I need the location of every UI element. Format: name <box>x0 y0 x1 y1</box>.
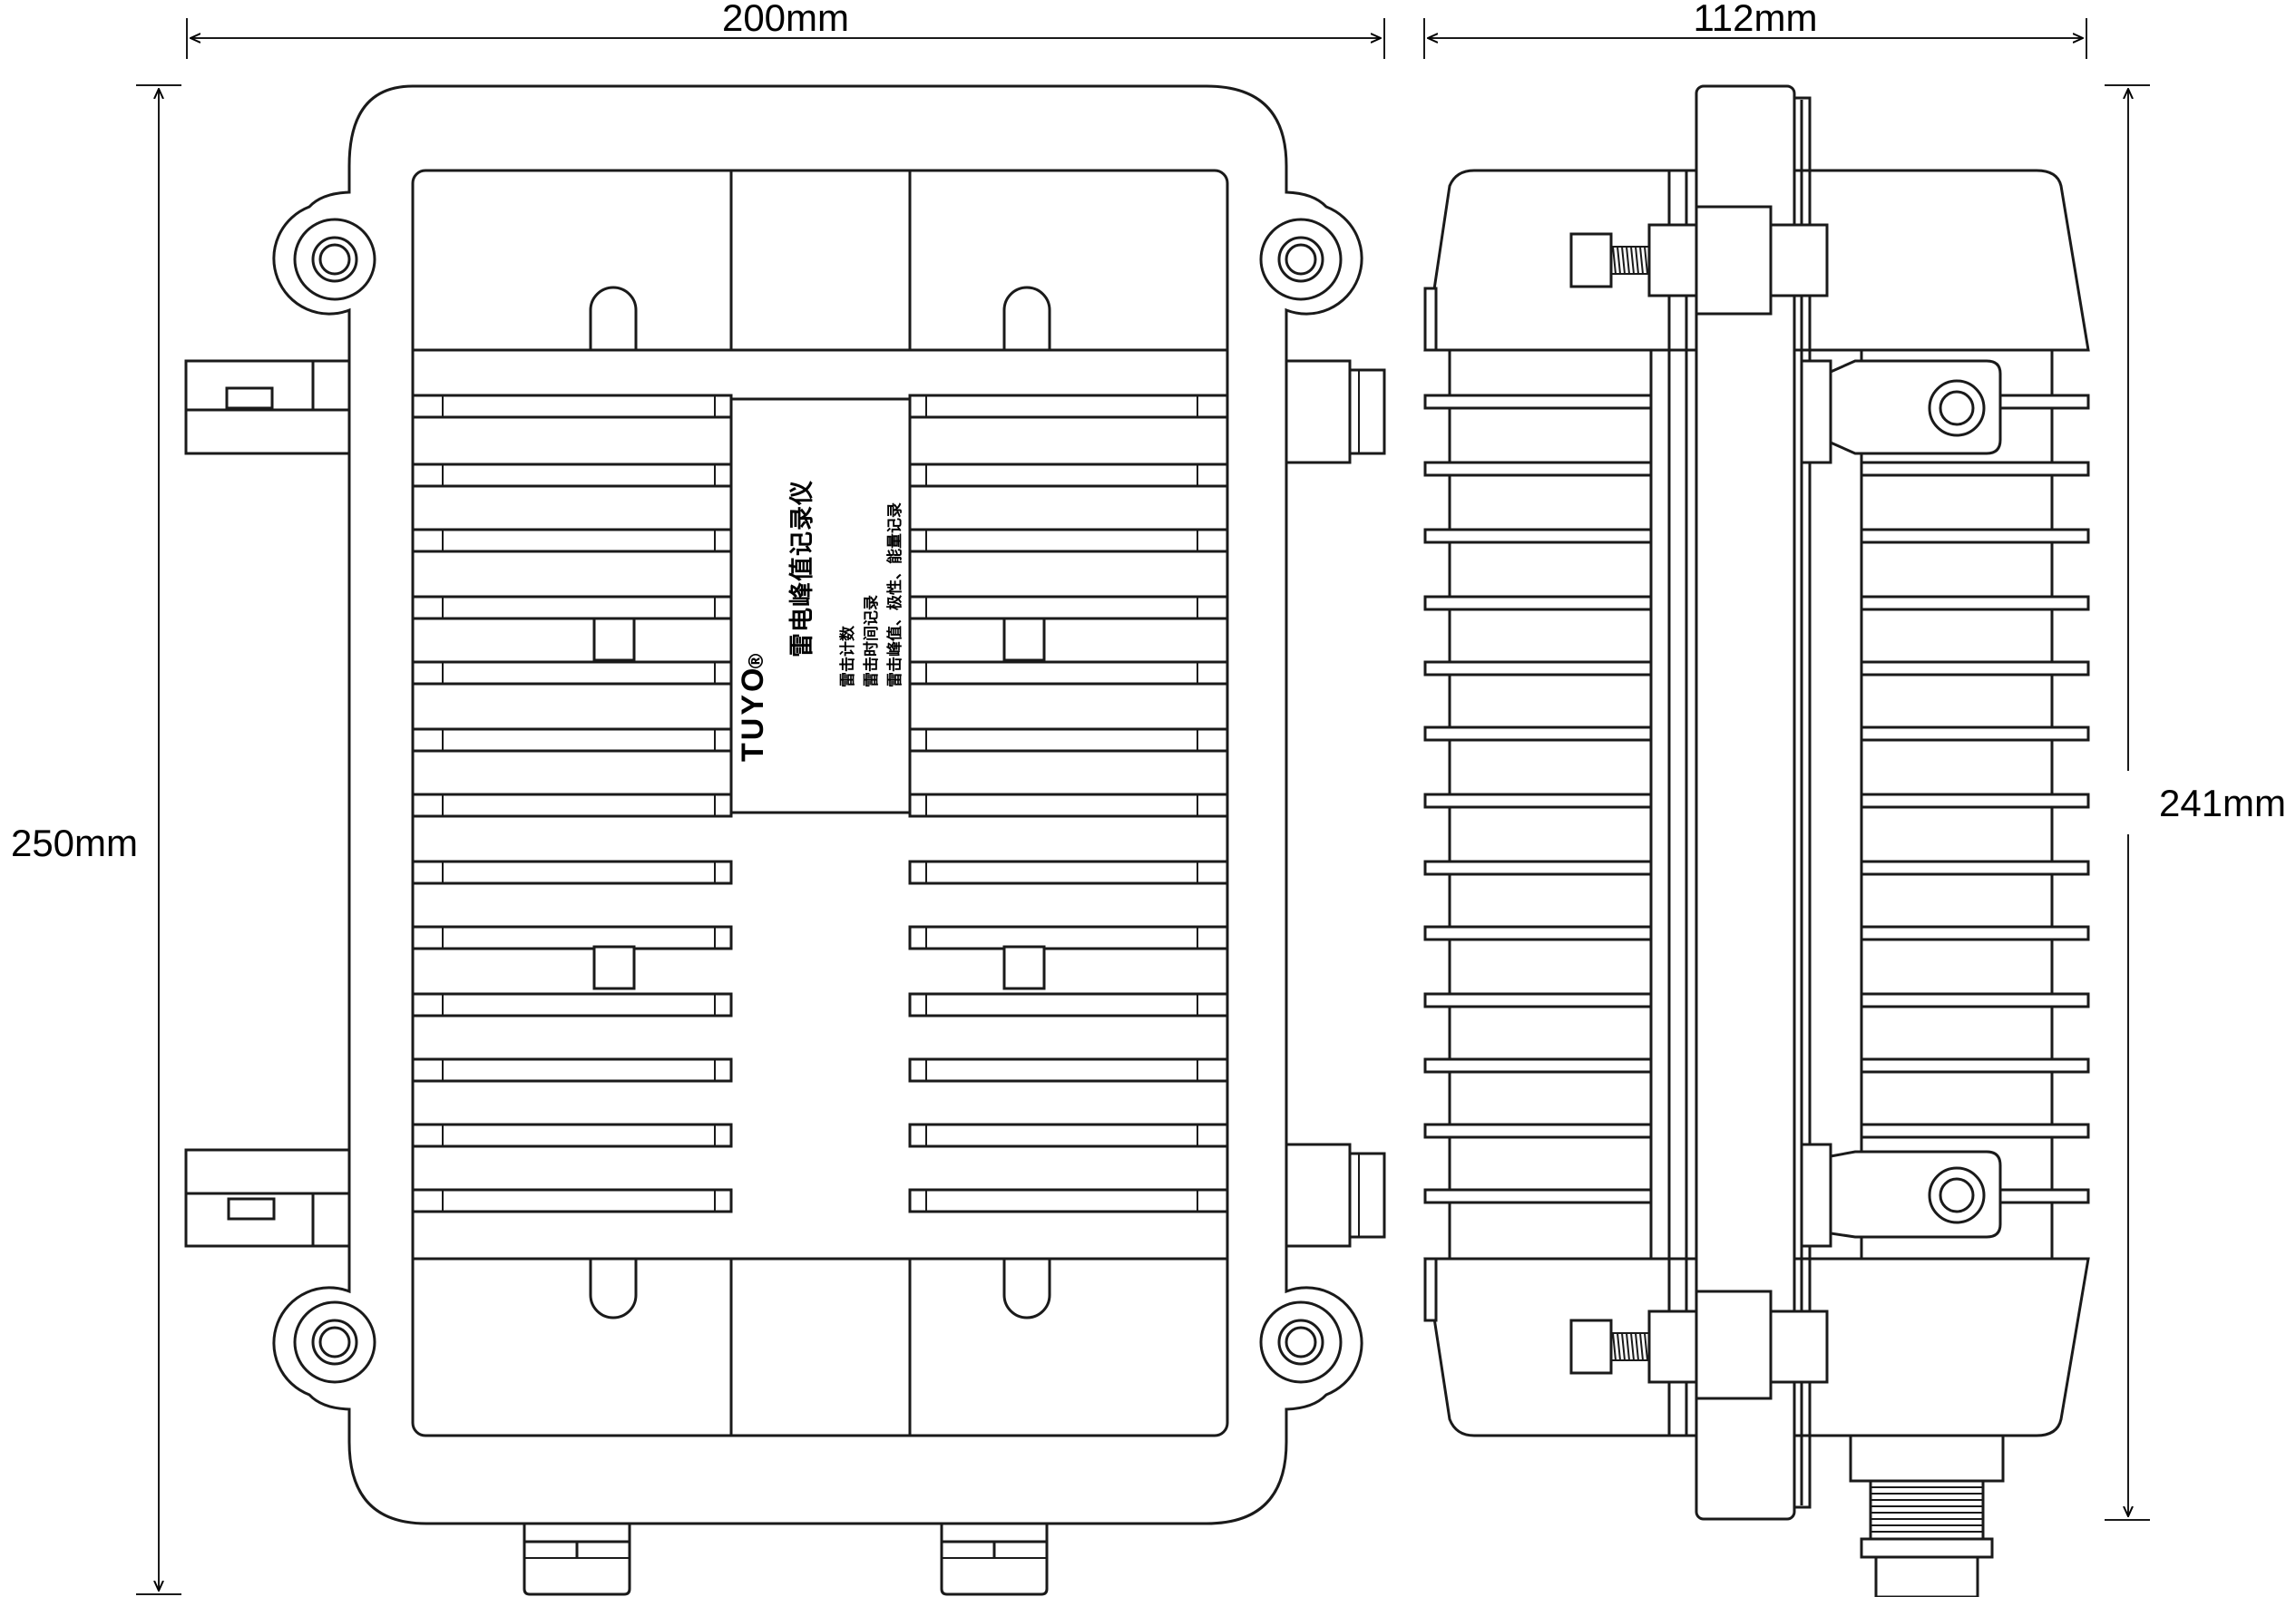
side-fin-left <box>1423 595 1653 611</box>
dimension-front-height: 250mm <box>0 84 181 1595</box>
mounting-hole-bottom-left <box>293 1300 376 1384</box>
front-fin-right <box>908 925 1229 950</box>
mounting-hole-top-left <box>293 218 376 301</box>
front-fin-right <box>908 992 1229 1018</box>
front-fin-right <box>908 1188 1229 1213</box>
front-fin-right <box>908 463 1229 488</box>
side-width-label: 112mm <box>1694 0 1818 39</box>
front-fin-left <box>411 860 733 885</box>
left-bracket-bottom <box>184 1148 413 1248</box>
front-view: TUYO ® 雷电峰值记录仪 雷击计数 雷击时间记录 雷击峰值、极性、能量记录 <box>184 84 1386 1596</box>
side-fin-left <box>1423 725 1653 742</box>
side-fin-left <box>1423 528 1653 544</box>
side-bottom-gland <box>1849 1434 2005 1597</box>
front-fin-left <box>411 727 733 753</box>
right-gland-top <box>1285 359 1386 464</box>
front-fins <box>411 394 1229 1213</box>
label-plate <box>729 397 912 814</box>
side-fin-right <box>1860 793 2090 809</box>
front-fin-left <box>411 793 733 818</box>
front-width-label: 200mm <box>722 0 849 39</box>
front-fin-right <box>908 1123 1229 1148</box>
side-bolt-top <box>1569 205 1829 316</box>
side-fin-right <box>1860 595 2090 611</box>
front-fin-right <box>908 793 1229 818</box>
front-fin-right <box>908 595 1229 620</box>
top-blocks <box>413 170 1227 352</box>
right-gland-bottom <box>1285 1143 1386 1248</box>
front-fin-left <box>411 1188 733 1213</box>
feature-3: 雷击峰值、极性、能量记录 <box>885 502 904 687</box>
side-fin-right <box>1860 461 2090 477</box>
bottom-blocks <box>413 1257 1227 1436</box>
mounting-hole-bottom-right <box>1259 1300 1343 1384</box>
device-title: 雷电峰值记录仪 <box>788 480 816 657</box>
side-fin-right <box>1860 860 2090 876</box>
side-fin-left <box>1423 461 1653 477</box>
front-fin-left <box>411 660 733 686</box>
front-fin-left <box>411 1123 733 1148</box>
front-fin-right <box>908 528 1229 553</box>
side-fin-left <box>1423 860 1653 876</box>
side-fin-left <box>1423 1057 1653 1074</box>
brand-registered-mark: ® <box>746 651 768 671</box>
mounting-hole-top-right <box>1259 218 1343 301</box>
side-fin-right <box>1860 528 2090 544</box>
left-bracket-top <box>184 359 413 455</box>
side-fin-left <box>1423 1123 1653 1139</box>
front-fin-left <box>411 528 733 553</box>
side-bolt-bottom <box>1569 1290 1829 1400</box>
front-fin-left <box>411 992 733 1018</box>
side-fins <box>1423 394 2090 1204</box>
feature-2: 雷击时间记录 <box>862 595 881 687</box>
side-fin-right <box>1860 992 2090 1008</box>
side-view <box>1423 84 2090 1597</box>
side-fin-left <box>1423 394 1653 410</box>
side-fin-right <box>1860 1123 2090 1139</box>
front-fin-left <box>411 1057 733 1083</box>
dimension-front-width: 200mm <box>186 0 1385 59</box>
side-fin-right <box>1860 725 2090 742</box>
side-fin-left <box>1423 660 1653 677</box>
side-fin-right <box>1860 660 2090 677</box>
front-fin-left <box>411 394 733 419</box>
side-fin-left <box>1423 1188 1653 1204</box>
side-fin-left <box>1423 793 1653 809</box>
front-fin-right <box>908 860 1229 885</box>
front-fin-left <box>411 595 733 620</box>
side-height-label: 241mm <box>2159 782 2286 824</box>
side-lug-top <box>1800 359 2002 464</box>
fin-tabs <box>592 617 1046 990</box>
feature-1: 雷击计数 <box>838 625 857 687</box>
label-text: TUYO ® 雷电峰值记录仪 雷击计数 雷击时间记录 雷击峰值、极性、能量记录 <box>736 480 904 762</box>
front-height-label: 250mm <box>11 822 138 864</box>
front-fin-right <box>908 727 1229 753</box>
bottom-gland-right <box>940 1522 1049 1596</box>
side-fin-left <box>1423 992 1653 1008</box>
front-fin-left <box>411 925 733 950</box>
side-fin-right <box>1860 1057 2090 1074</box>
side-fin-right <box>1860 925 2090 941</box>
dimension-side-height: 241mm <box>2105 84 2296 1521</box>
side-fin-left <box>1423 925 1653 941</box>
side-central-flange <box>1695 84 1796 1521</box>
bottom-gland-left <box>523 1522 631 1596</box>
dimension-side-width: 112mm <box>1423 0 2087 59</box>
brand-name: TUYO <box>736 666 770 762</box>
front-fin-right <box>908 660 1229 686</box>
front-fin-right <box>908 1057 1229 1083</box>
front-fin-right <box>908 394 1229 419</box>
front-fin-left <box>411 463 733 488</box>
side-lug-bottom <box>1800 1143 2002 1248</box>
